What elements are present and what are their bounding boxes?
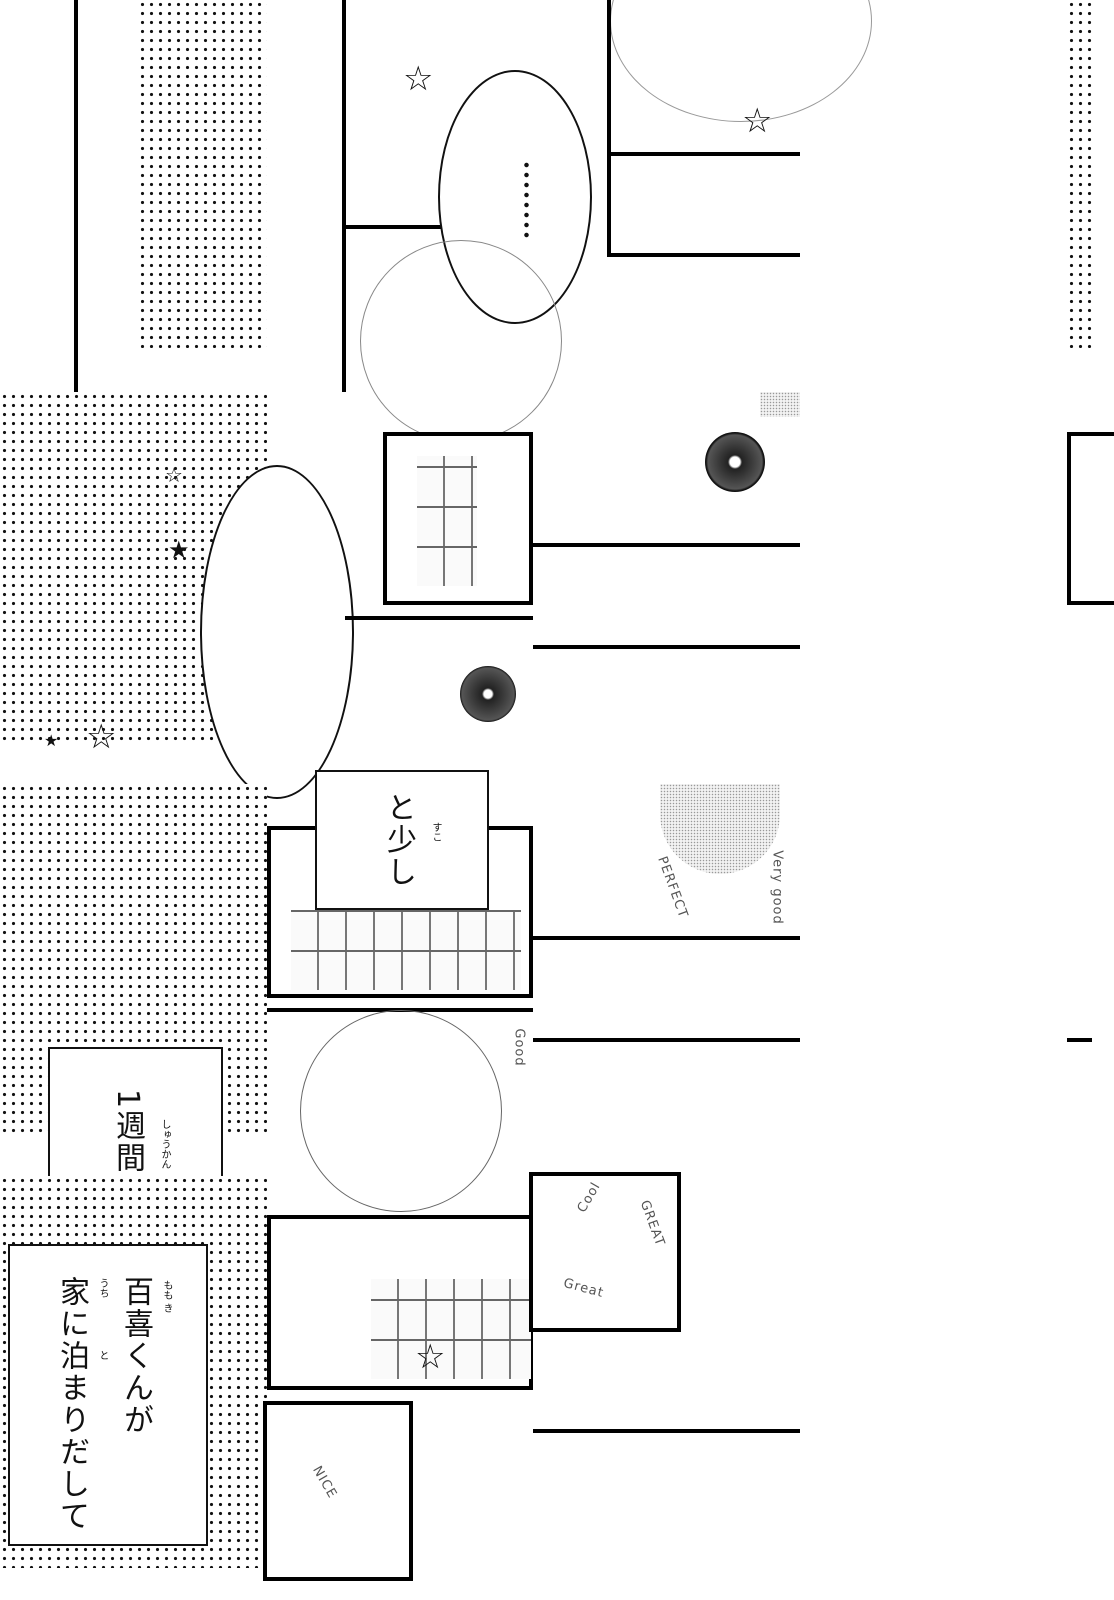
caption-ruby: もも き	[161, 1280, 172, 1314]
building-panel	[1067, 432, 1114, 605]
eye	[705, 432, 765, 492]
panel-border	[533, 1038, 800, 1042]
caption-box-1: 1週間 しゅうかん	[48, 1047, 223, 1187]
sketch-panel: NICE	[263, 1401, 413, 1581]
panel-border	[1067, 1038, 1092, 1042]
caption-ruby: しゅうかん	[159, 1119, 170, 1169]
caption-line-1: 百喜くんが	[118, 1276, 153, 1436]
star-icon: ☆	[86, 717, 117, 757]
panel-border	[533, 1429, 800, 1433]
caption-text: 1週間	[110, 1089, 145, 1175]
sfx-great-caps: GREAT	[636, 1198, 668, 1249]
sketch-panel: Cool GREAT Great	[529, 1172, 681, 1332]
caption-ruby: うち	[97, 1278, 108, 1298]
panel-border	[533, 543, 800, 547]
star-icon: ☆	[403, 59, 434, 99]
building	[417, 456, 477, 586]
star-icon: ☆	[415, 1337, 446, 1377]
building	[291, 910, 521, 990]
figure-sketch	[300, 1010, 502, 1212]
sfx-perfect: PERFECT	[654, 854, 691, 921]
sfx-nice: NICE	[309, 1463, 340, 1502]
caption-text: と少し	[381, 792, 416, 888]
sfx-cool: Cool	[574, 1179, 604, 1216]
panel-border	[345, 616, 533, 620]
sfx-good: Good	[511, 1028, 527, 1067]
panel-border	[607, 0, 611, 256]
screentone	[760, 392, 800, 417]
hair-sketch	[360, 240, 562, 442]
panel-border	[342, 225, 533, 229]
panel-border	[533, 645, 800, 649]
star-icon: ★	[44, 731, 59, 750]
panel-border	[607, 152, 800, 156]
screentone	[1067, 0, 1092, 348]
caption-ruby: すこ	[430, 822, 441, 842]
panel-border	[607, 253, 800, 257]
caption-ruby: と	[97, 1350, 108, 1360]
hair-sketch	[610, 0, 872, 122]
building	[371, 1279, 531, 1379]
caption-box-3: と少し すこ	[315, 770, 489, 910]
sfx-very-good: Very good	[769, 850, 785, 925]
caption-box-2: 百喜くんが 家に泊まりだして もも き うち と	[8, 1244, 208, 1546]
star-icon: ☆	[165, 463, 183, 487]
caption-line-2: 家に泊まりだして	[54, 1276, 89, 1532]
ellipsis-dots	[524, 160, 529, 240]
screentone	[138, 0, 267, 348]
sfx-great: Great	[561, 1275, 606, 1302]
star-icon: ☆	[742, 101, 773, 141]
panel-border	[74, 0, 78, 392]
star-icon: ★	[168, 536, 190, 564]
panel-border	[342, 0, 346, 392]
panel-border	[533, 936, 800, 940]
eye	[460, 666, 516, 722]
speech-bubble	[200, 465, 354, 799]
collar-tone	[660, 784, 780, 874]
building-panel	[267, 1215, 533, 1390]
building-panel	[383, 432, 533, 605]
